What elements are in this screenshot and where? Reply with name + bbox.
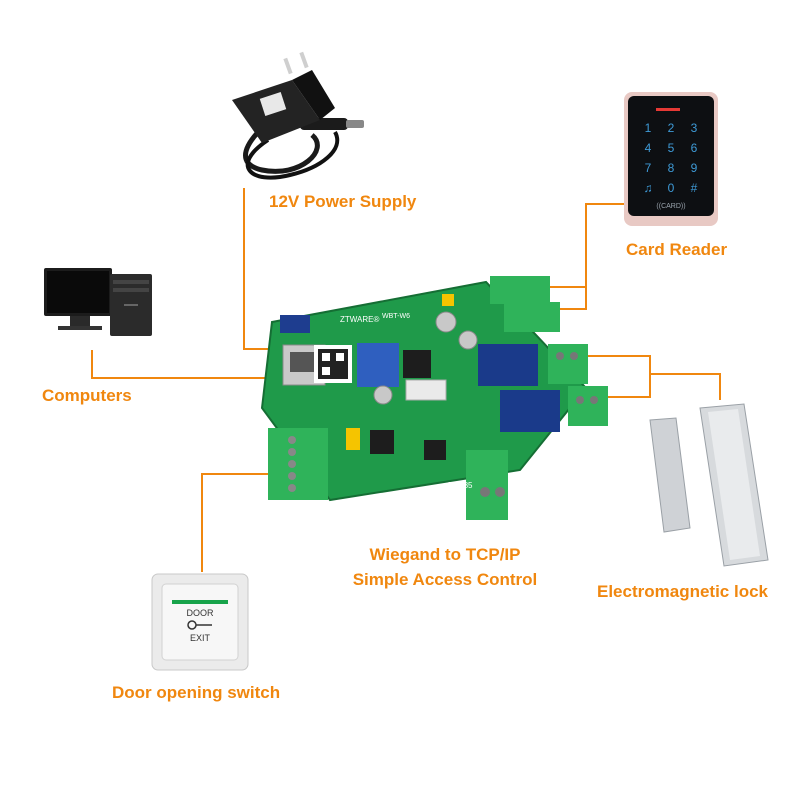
line-computers xyxy=(91,350,280,379)
keypad-key: 6 xyxy=(691,141,698,155)
keypad-key: 7 xyxy=(645,161,652,175)
keypad-key: # xyxy=(691,181,698,195)
keypad-key: 4 xyxy=(645,141,652,155)
keypad-key: 0 xyxy=(668,181,675,195)
electromagnetic-lock xyxy=(649,403,769,567)
board-brand: ZTWARE® xyxy=(340,315,379,324)
label-controller-line1: Wiegand to TCP/IP xyxy=(369,545,521,564)
controller-board: ZTWARE® WBT-W6 RS485 IN xyxy=(260,276,608,520)
keypad-key: 2 xyxy=(668,121,675,135)
power-adapter xyxy=(232,51,364,180)
board-in: IN xyxy=(342,499,350,508)
exit-button: DOOR EXIT xyxy=(151,573,249,671)
line-em-lock-2 xyxy=(600,374,651,398)
label-computers: Computers xyxy=(42,386,132,405)
keypad-key: 5 xyxy=(668,141,675,155)
keypad: 1 2 3 4 5 6 7 8 9 0 # ♫ xyxy=(644,121,698,195)
board-model: WBT-W6 xyxy=(382,313,410,320)
keypad-key: 1 xyxy=(645,121,652,135)
line-card-reader-1 xyxy=(520,203,624,288)
computer xyxy=(44,268,152,336)
label-door-switch: Door opening switch xyxy=(112,683,281,702)
card-text: ((CARD)) xyxy=(656,203,685,210)
line-door-switch xyxy=(201,473,270,572)
label-em-lock: Electromagnetic lock xyxy=(597,582,769,601)
label-controller-line2: Simple Access Control xyxy=(352,570,538,589)
board-rs485: RS485 xyxy=(448,481,473,490)
exit-button-bottom-text: EXIT xyxy=(190,633,211,643)
keypad-key: 9 xyxy=(691,161,698,175)
keypad-key: 3 xyxy=(691,121,698,135)
label-power-supply: 12V Power Supply xyxy=(269,192,417,211)
line-card-reader-2 xyxy=(548,287,587,310)
card-reader: 1 2 3 4 5 6 7 8 9 0 # ♫ ((CARD)) xyxy=(624,92,718,226)
bell-icon: ♫ xyxy=(644,181,653,195)
exit-button-top-text: DOOR xyxy=(187,608,215,618)
label-card-reader: Card Reader xyxy=(626,240,728,259)
keypad-key: 8 xyxy=(668,161,675,175)
